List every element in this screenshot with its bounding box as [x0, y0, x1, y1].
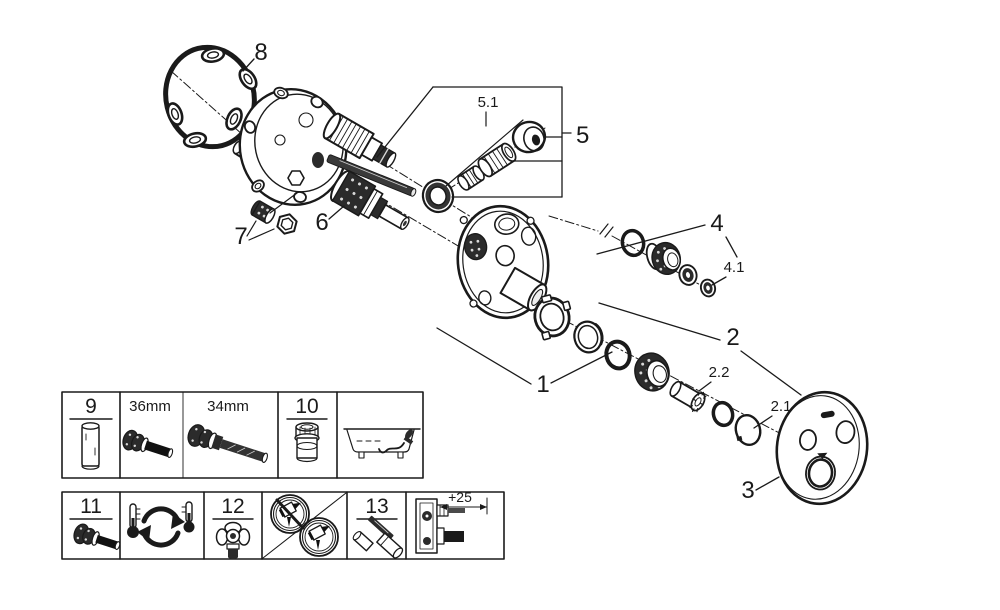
- part-label-4-1: 4.1: [724, 259, 745, 276]
- lubricant-prohibited-icon: [270, 494, 310, 534]
- legend-item-11: 11: [80, 495, 102, 518]
- legend-row1: 9 36mm 34mm: [61, 391, 424, 479]
- bracket-4: [596, 224, 738, 286]
- index-mark: [817, 452, 828, 460]
- disc-4-1: [699, 278, 717, 298]
- extension-view-cell: +25: [415, 489, 488, 554]
- o-ring-4: [620, 228, 646, 258]
- part-label-3: 3: [741, 477, 754, 504]
- valve-side-view-icon: [415, 498, 465, 554]
- extension-set-13-icon: [352, 515, 404, 559]
- leader-8: [242, 58, 255, 72]
- part-label-6: 6: [315, 209, 328, 236]
- legend-size-36mm: 36mm: [129, 398, 171, 415]
- bracket-2: [598, 302, 802, 429]
- lubricant-allowed-icon: [299, 517, 339, 557]
- splined-sleeve: [477, 142, 517, 178]
- bearing-ring: [421, 178, 455, 214]
- bracket-5-1: [445, 111, 524, 187]
- spindle-rod: [326, 154, 417, 197]
- part-label-5-1: 5.1: [478, 94, 499, 111]
- axis-gasket: [170, 70, 253, 144]
- disc-4: [678, 264, 698, 286]
- bracket-1: [436, 327, 613, 385]
- legend-item-10: 10: [295, 395, 318, 418]
- legend-size-34mm: 34mm: [207, 398, 249, 415]
- thermostat-cartridge: [330, 169, 410, 230]
- cover-cap-2-1: [734, 413, 762, 447]
- screw-plug-small: [250, 200, 276, 224]
- part-label-8: 8: [254, 39, 267, 66]
- temperature-swap-icon: [127, 501, 195, 548]
- part-label-2-1: 2.1: [771, 398, 792, 415]
- plate-port-cylinder: [499, 266, 548, 312]
- part-label-4: 4: [710, 210, 723, 237]
- bayonet-ring: [533, 294, 572, 341]
- part-label-5: 5: [576, 122, 589, 149]
- part-label-2: 2: [726, 324, 739, 351]
- leader-6: [328, 205, 345, 220]
- lubricant-cell: [262, 492, 347, 559]
- legend-item-13: 13: [365, 495, 388, 518]
- part-label-7: 7: [234, 223, 247, 250]
- volume-cartridge: [322, 112, 397, 168]
- check-valve-icon: [294, 422, 320, 463]
- sleeve-tool-icon: [81, 422, 100, 470]
- axis-break-marks: [599, 223, 614, 238]
- extension-34mm-icon: [187, 424, 268, 463]
- o-ring-2: [711, 400, 735, 428]
- bracket-5: [376, 86, 572, 198]
- part-label-1: 1: [536, 371, 549, 398]
- extension-36mm-icon: [122, 429, 174, 458]
- dimension-plus-25: +25: [439, 489, 488, 515]
- leader-3: [755, 476, 780, 491]
- adapter-2-2: [669, 380, 707, 413]
- dimension-label: +25: [448, 489, 472, 505]
- knurled-cap-2: [634, 352, 670, 392]
- hex-plug: [276, 213, 298, 235]
- spacer-sleeve: [573, 320, 604, 354]
- part-label-2-2: 2.2: [709, 364, 730, 381]
- bracket-7: [246, 192, 298, 241]
- body-hex-boss: [287, 170, 305, 186]
- axis-group4-a: [548, 215, 599, 232]
- escutcheon-plate: [775, 390, 869, 506]
- legend-row2: 11 12: [61, 489, 505, 560]
- mounting-plate: [456, 204, 550, 320]
- legend-item-9: 9: [85, 395, 97, 418]
- extension-11-icon: [73, 523, 121, 550]
- stop-cap: [511, 120, 547, 154]
- splined-nut: [457, 165, 485, 191]
- bathtub-icon: [343, 428, 421, 459]
- compensator-12-icon: [215, 521, 251, 559]
- o-ring-1: [604, 339, 632, 371]
- gasket-part: [163, 44, 258, 150]
- legend-item-12: 12: [221, 495, 244, 518]
- knurled-knob-4: [645, 241, 682, 276]
